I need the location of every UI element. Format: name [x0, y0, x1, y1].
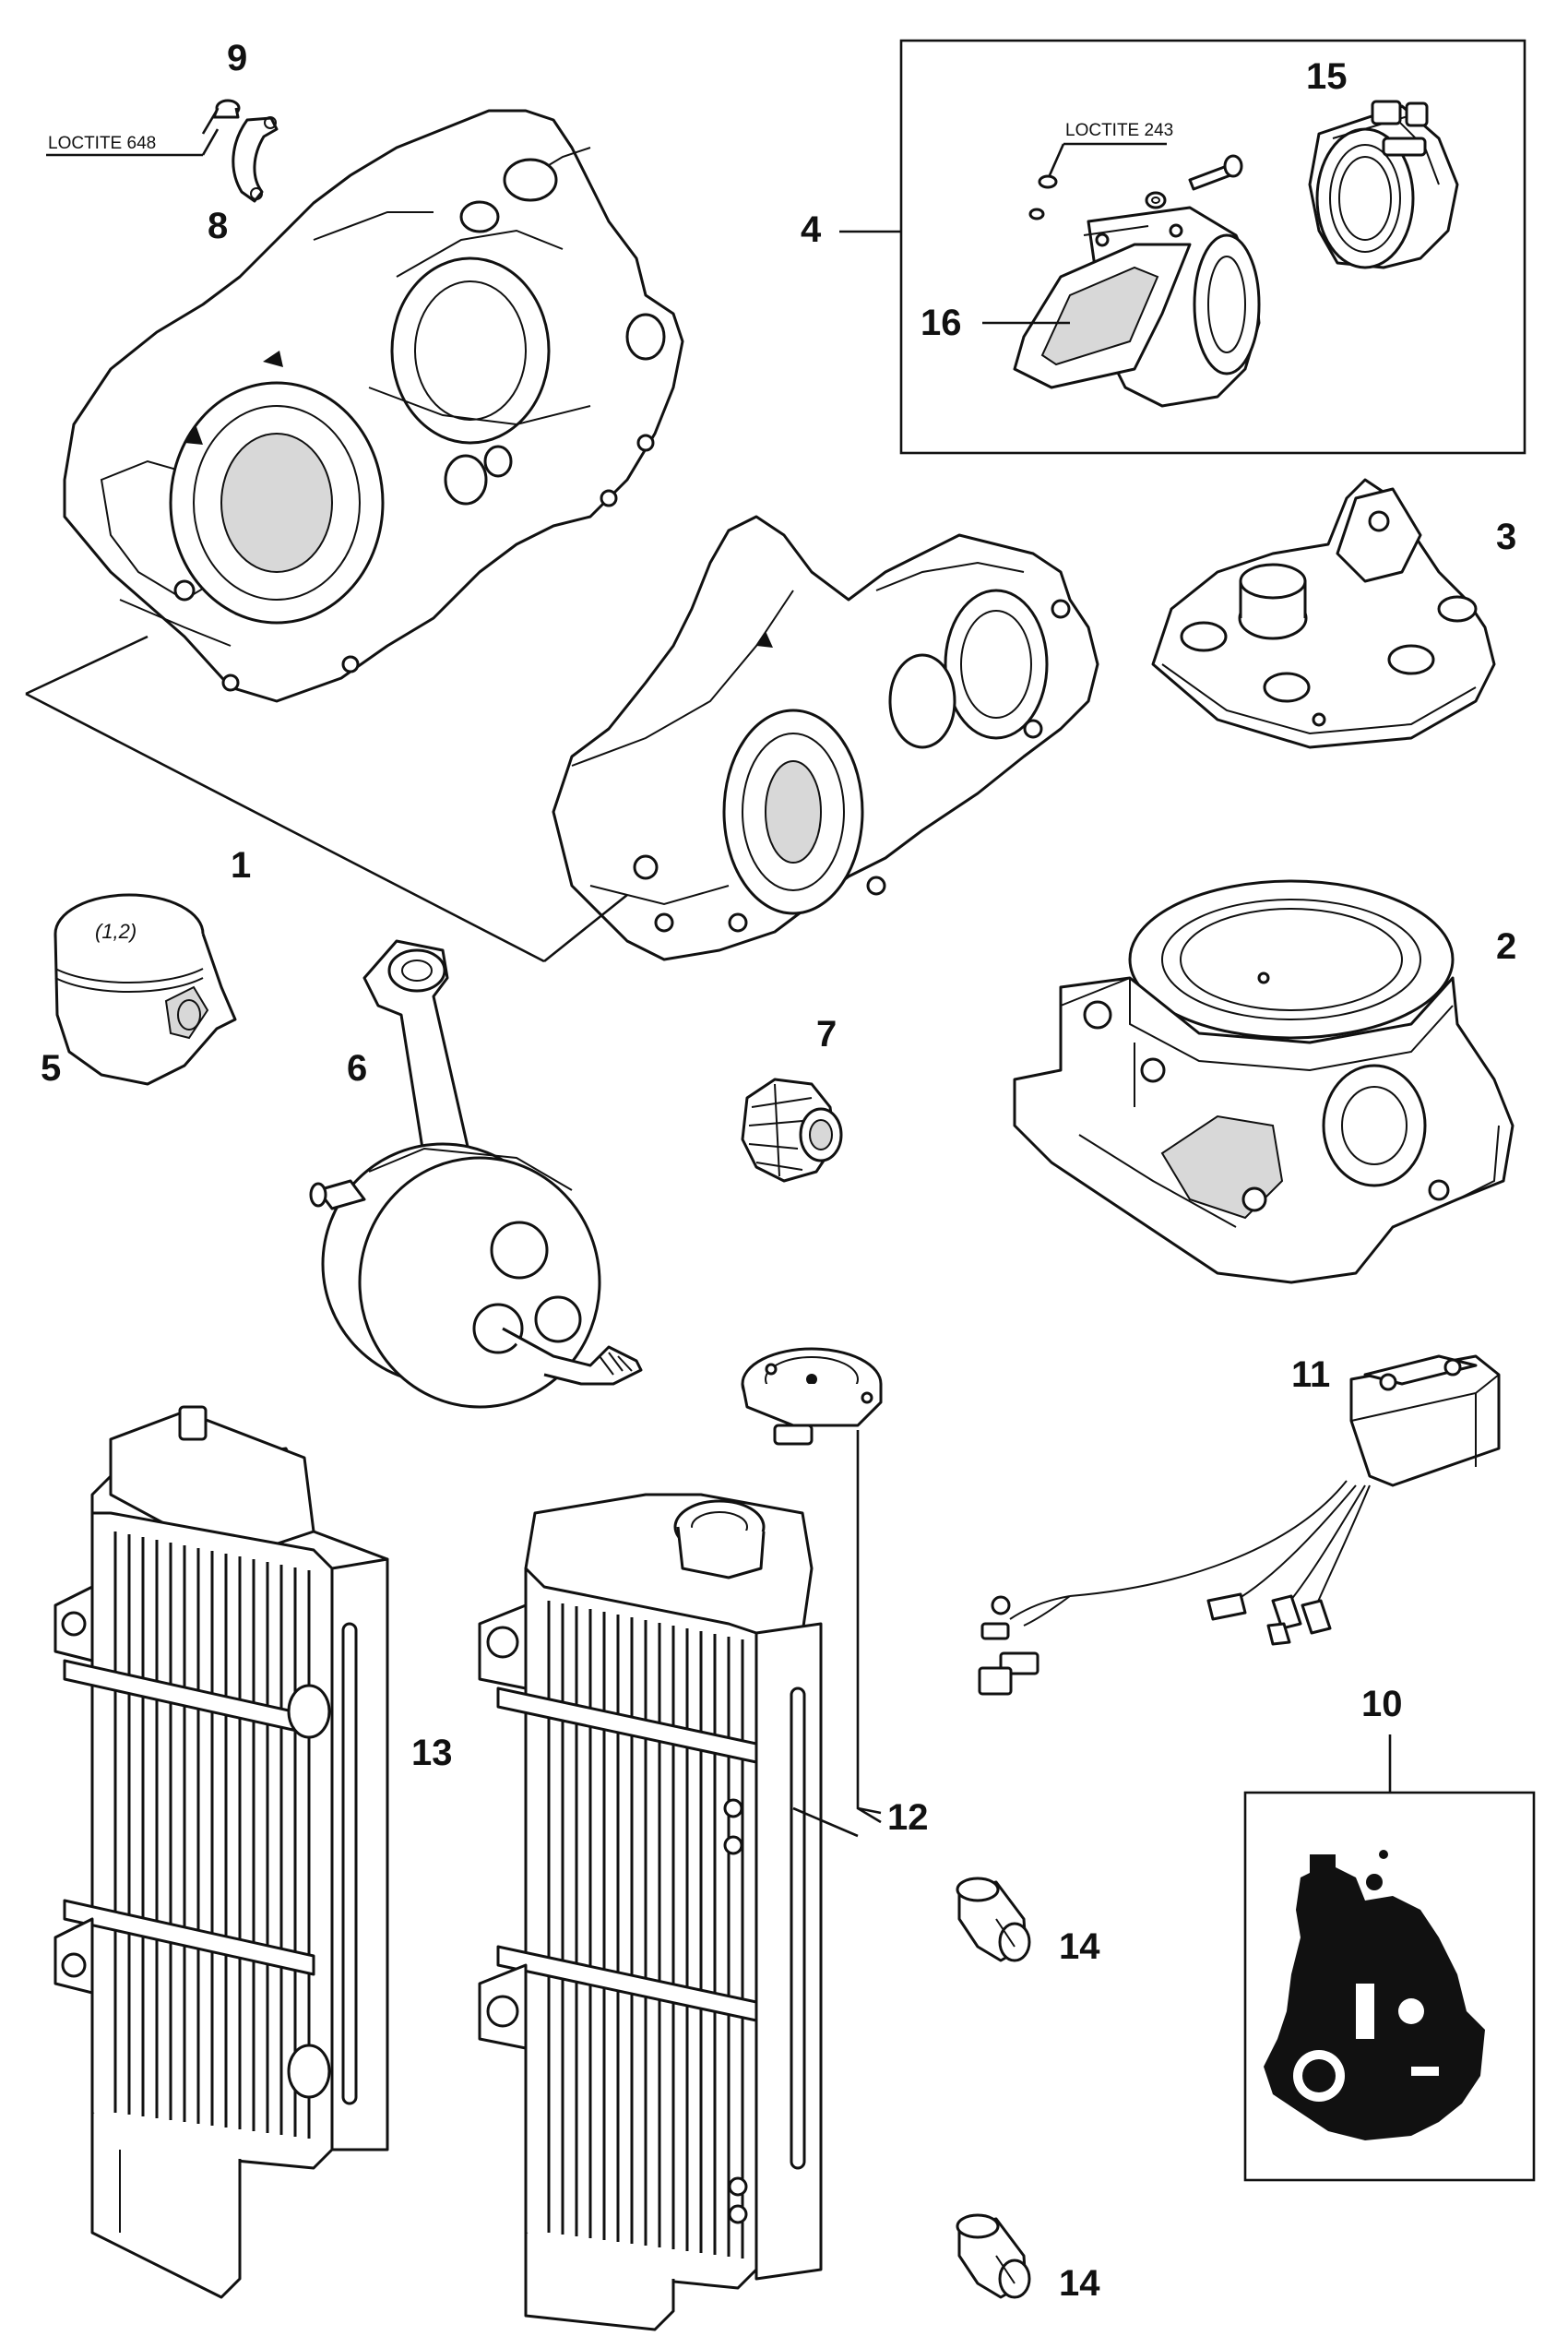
radiator-right — [478, 1493, 823, 2331]
complete-engine-silhouette — [1264, 1850, 1485, 2140]
reed-valve-assembly — [1013, 206, 1261, 408]
piston — [53, 893, 237, 1086]
reed-valve-washer — [1145, 191, 1167, 209]
crankcase-left-half — [63, 109, 684, 703]
callout-12: 12 — [887, 1797, 929, 1838]
note-loctite-243: LOCTITE 243 — [1065, 121, 1174, 140]
bearing-retainer-bracket — [232, 116, 279, 203]
crankcase-right-half — [552, 515, 1099, 961]
intake-manifold-boot — [1308, 100, 1459, 269]
reed-valve-bolt — [1188, 154, 1243, 191]
callout-7: 7 — [816, 1014, 837, 1055]
cylinder — [1013, 879, 1515, 1284]
callout-14-lower: 14 — [1059, 2263, 1100, 2304]
callout-14-upper: 14 — [1059, 1926, 1100, 1967]
callout-8: 8 — [208, 206, 229, 246]
callout-2: 2 — [1496, 926, 1517, 967]
callout-16: 16 — [921, 303, 962, 343]
bracket-screw — [212, 99, 241, 119]
cylinder-head — [1151, 478, 1496, 749]
callout-6: 6 — [347, 1048, 368, 1089]
callout-4: 4 — [801, 209, 822, 250]
crankshaft — [309, 939, 643, 1409]
bulb-lower — [956, 2213, 1031, 2299]
callout-3: 3 — [1496, 517, 1517, 557]
callout-1: 1 — [231, 845, 252, 886]
callout-11: 11 — [1291, 1354, 1331, 1395]
callout-15: 15 — [1306, 56, 1348, 97]
water-pump-impeller — [741, 1078, 843, 1183]
cdi-unit — [978, 1354, 1501, 1696]
callout-9: 9 — [227, 38, 248, 78]
bulb-upper — [956, 1877, 1031, 1962]
callout-13: 13 — [411, 1733, 453, 1773]
callout-5: 5 — [41, 1048, 62, 1089]
radiator-left — [53, 1405, 389, 2299]
radiator-cap — [741, 1347, 883, 1446]
note-loctite-648: LOCTITE 648 — [48, 134, 157, 153]
callout-10: 10 — [1361, 1684, 1403, 1724]
reed-valve-screws — [1028, 174, 1058, 220]
piston-marking: (1,2) — [95, 920, 137, 943]
reed-valve-group-box — [899, 39, 1526, 455]
